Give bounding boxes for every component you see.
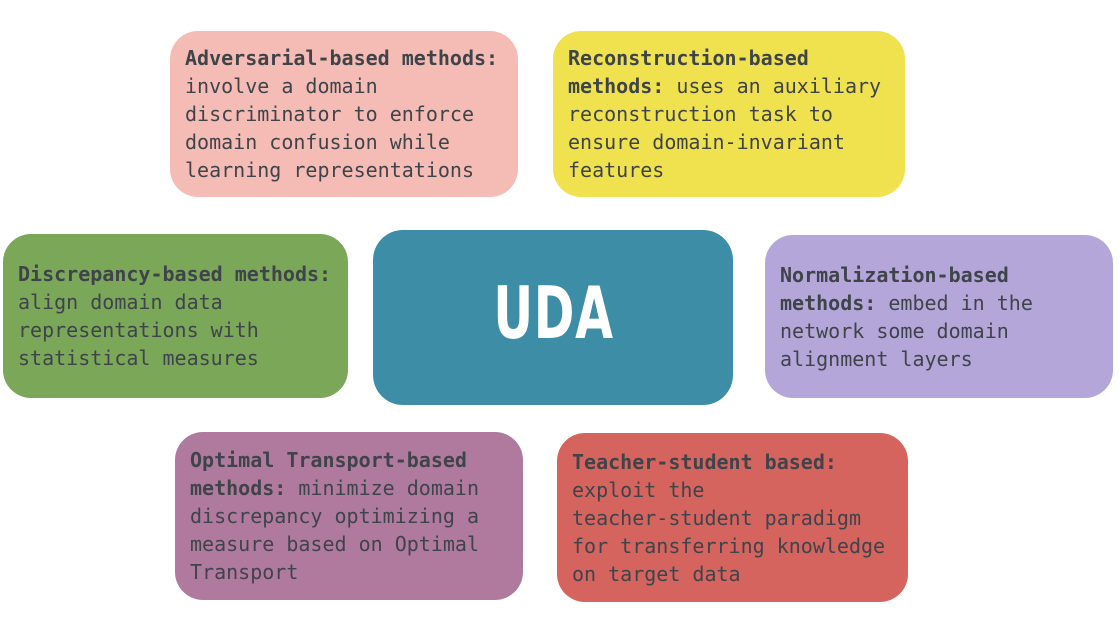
text-line: reconstruction task to: [568, 100, 890, 128]
method-body-text: discrepancy optimizing a: [190, 504, 479, 528]
text-line: for transferring knowledge: [572, 532, 893, 560]
text-line: Transport: [190, 558, 508, 586]
method-body-text: representations with: [18, 318, 259, 342]
method-body-text: Transport: [190, 560, 299, 584]
text-line: teacher-student paradigm: [572, 504, 893, 532]
text-line: statistical measures: [18, 344, 333, 372]
text-line: Optimal Transport-based: [190, 446, 508, 474]
method-box-optimal-transport: Optimal Transport-based methods: minimiz…: [175, 432, 523, 600]
method-title: methods:: [780, 290, 877, 315]
method-title: Adversarial-based methods:: [185, 46, 499, 70]
method-body-text: features: [568, 158, 665, 182]
method-body-text: discriminator to enforce: [185, 102, 474, 126]
method-box-teacher-student: Teacher-student based: exploit the teach…: [557, 433, 908, 602]
text-line: methods: embed in the: [780, 289, 1098, 317]
text-line: representations with: [18, 316, 333, 344]
text-line: involve a domain: [185, 72, 503, 100]
method-body-text: alignment layers: [780, 346, 973, 371]
text-line: alignment layers: [780, 345, 1098, 373]
text-line: Discrepancy-based methods:: [18, 260, 333, 288]
method-body-text: align domain data: [18, 290, 223, 314]
text-line: Reconstruction-based: [568, 44, 890, 72]
method-body-text: ensure domain-invariant: [568, 130, 845, 154]
text-line: learning representations: [185, 156, 503, 184]
text-line: domain confusion while: [185, 128, 503, 156]
uda-center-box: UDA: [373, 230, 733, 405]
method-body-text: measure based on Optimal: [190, 532, 479, 556]
method-title: Normalization-based: [780, 262, 1009, 287]
text-line: network some domain: [780, 317, 1098, 345]
method-title: methods:: [568, 74, 665, 98]
text-line: exploit the: [572, 476, 893, 504]
method-box-reconstruction: Reconstruction-based methods: uses an au…: [553, 31, 905, 197]
text-line: features: [568, 156, 890, 184]
method-body-text: teacher-student paradigm: [572, 505, 861, 530]
method-body-text: statistical measures: [18, 346, 259, 370]
method-title: Teacher-student based:: [572, 449, 837, 474]
text-line: Normalization-based: [780, 261, 1098, 289]
text-line: measure based on Optimal: [190, 530, 508, 558]
method-body-text: domain confusion while: [185, 130, 450, 154]
method-body-text: involve a domain: [185, 74, 378, 98]
method-title: Discrepancy-based methods:: [18, 262, 332, 286]
method-body-text: exploit the: [572, 477, 705, 502]
text-line: align domain data: [18, 288, 333, 316]
text-line: ensure domain-invariant: [568, 128, 890, 156]
method-title: Optimal Transport-based: [190, 448, 467, 472]
method-body-text: network some domain: [780, 318, 1009, 343]
method-body-text: minimize domain: [286, 476, 479, 500]
text-line: on target data: [572, 560, 893, 588]
text-line: discriminator to enforce: [185, 100, 503, 128]
method-box-adversarial: Adversarial-based methods: involve a dom…: [170, 31, 518, 197]
method-box-normalization: Normalization-based methods: embed in th…: [765, 235, 1113, 398]
method-title: methods:: [190, 476, 287, 500]
method-body-text: for transferring knowledge: [572, 533, 886, 558]
text-line: Teacher-student based:: [572, 448, 893, 476]
method-body-text: embed in the: [876, 290, 1033, 315]
text-line: methods: uses an auxiliary: [568, 72, 890, 100]
method-body-text: on target data: [572, 561, 741, 586]
method-box-discrepancy: Discrepancy-based methods: align domain …: [3, 234, 348, 398]
method-body-text: learning representations: [185, 158, 474, 182]
text-line: methods: minimize domain: [190, 474, 508, 502]
uda-label: UDA: [492, 270, 614, 355]
method-body-text: reconstruction task to: [568, 102, 833, 126]
method-title: Reconstruction-based: [568, 46, 809, 70]
text-line: discrepancy optimizing a: [190, 502, 508, 530]
method-body-text: uses an auxiliary: [664, 74, 882, 98]
text-line: Adversarial-based methods:: [185, 44, 503, 72]
